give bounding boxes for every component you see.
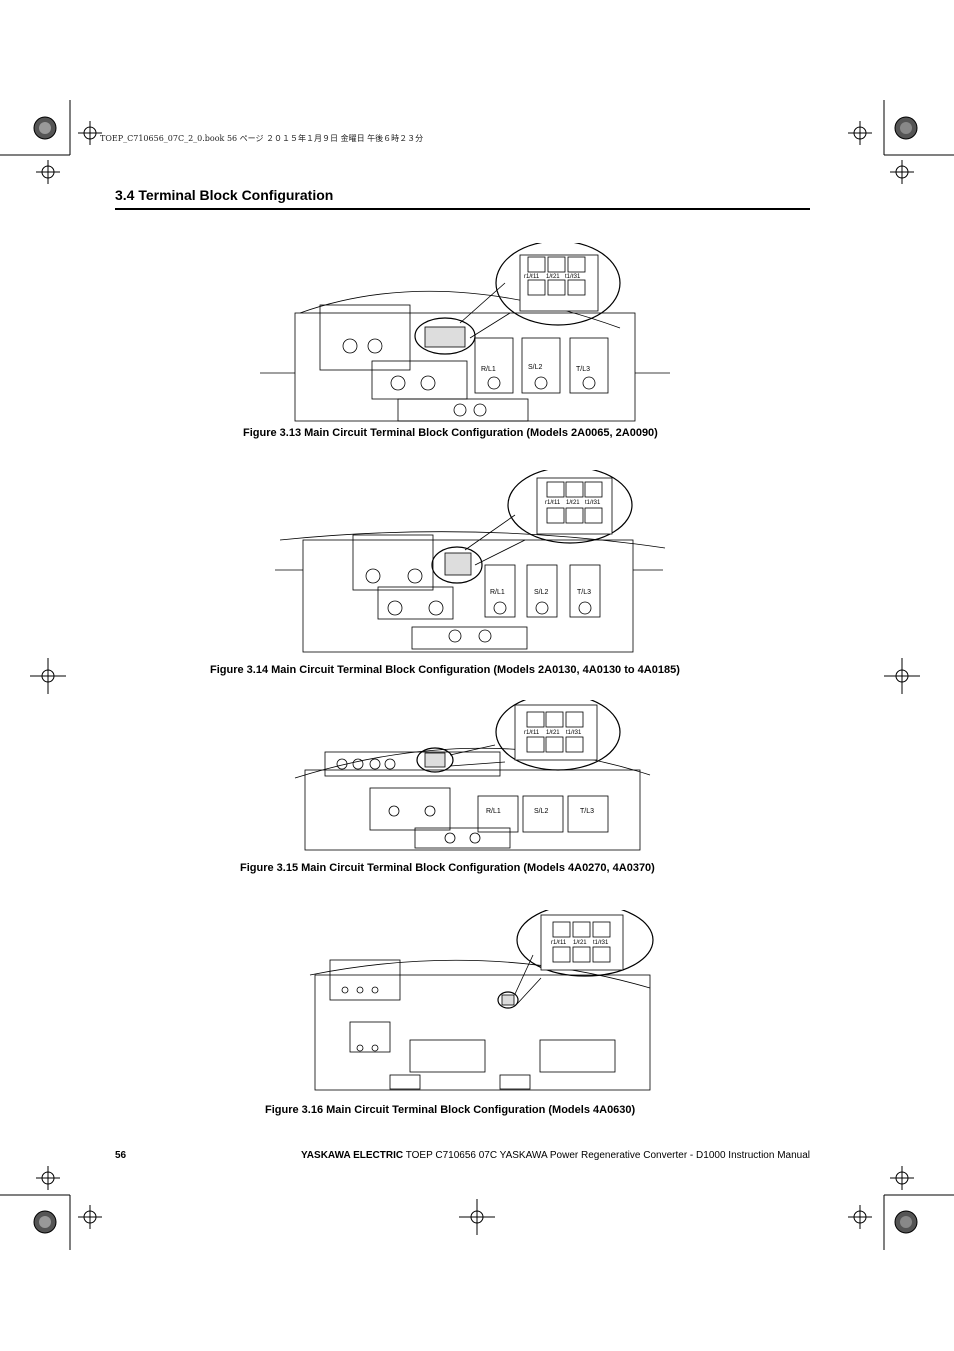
tb-label-3-fig14: t1/ℓ31 <box>585 499 601 506</box>
crop-mark-bottom-right <box>848 1166 954 1250</box>
footer-manual-title: YASKAWA ELECTRIC TOEP C710656 07C YASKAW… <box>301 1150 810 1161</box>
figure-3-16-caption: Figure 3.16 Main Circuit Terminal Block … <box>265 1104 636 1116</box>
terminal-s-label-fig13: S/L2 <box>528 364 543 371</box>
tb-label-1-fig14: r1/ℓ11 <box>545 499 561 506</box>
crop-mark-bottom-center <box>459 1199 495 1235</box>
figure-3-16-diagram: r1/ℓ11 1/ℓ21 t1/ℓ31 <box>309 910 654 1091</box>
tb-label-3-fig13: t1/ℓ31 <box>565 273 581 280</box>
print-header: TOEP_C710656_07C_2_0.book 56 ページ ２０１５年１月… <box>100 134 424 143</box>
terminal-t-label-fig13: T/L3 <box>576 366 590 373</box>
footer-manual: TOEP C710656 07C YASKAWA Power Regenerat… <box>403 1150 810 1161</box>
tb-label-2-fig14: 1/ℓ21 <box>566 499 580 506</box>
figure-3-15-caption: Figure 3.15 Main Circuit Terminal Block … <box>240 862 655 874</box>
footer-brand: YASKAWA ELECTRIC <box>301 1150 404 1161</box>
crop-mark-mid-left <box>30 658 66 694</box>
terminal-t-label-fig14: T/L3 <box>577 589 591 596</box>
figure-3-14-diagram: R/L1 S/L2 T/L3 r1/ℓ11 1/ℓ21 t1/ℓ31 <box>275 470 666 653</box>
page-number: 56 <box>115 1150 127 1161</box>
tb-label-3-fig16: t1/ℓ31 <box>593 939 609 946</box>
tb-label-1-fig16: r1/ℓ11 <box>551 939 567 946</box>
figure-3-13-diagram: R/L1 S/L2 T/L3 r1/ℓ11 1/ℓ21 t1/ℓ31 <box>260 243 670 422</box>
tb-label-2-fig15: 1/ℓ21 <box>546 729 560 736</box>
figure-3-14-caption: Figure 3.14 Main Circuit Terminal Block … <box>210 664 680 676</box>
tb-label-1-fig13: r1/ℓ11 <box>524 273 540 280</box>
figure-3-13-caption: Figure 3.13 Main Circuit Terminal Block … <box>243 427 658 439</box>
crop-mark-bottom-left <box>0 1166 102 1250</box>
terminal-t-label-fig15: T/L3 <box>580 808 594 815</box>
tb-label-1-fig15: r1/ℓ11 <box>524 729 540 736</box>
section-rule <box>115 208 810 210</box>
crop-mark-top-left <box>0 100 102 184</box>
crop-mark-mid-right <box>884 658 920 694</box>
terminal-s-label-fig14: S/L2 <box>534 589 549 596</box>
figure-3-15-diagram: R/L1 S/L2 T/L3 r1/ℓ11 1/ℓ21 t1/ℓ31 <box>294 700 651 851</box>
tb-label-2-fig16: 1/ℓ21 <box>573 939 587 946</box>
section-title: 3.4 Terminal Block Configuration <box>115 187 334 203</box>
crop-mark-top-right <box>848 100 954 184</box>
terminal-r-label-fig15: R/L1 <box>486 808 501 815</box>
terminal-s-label-fig15: S/L2 <box>534 808 549 815</box>
terminal-r-label-fig13: R/L1 <box>481 366 496 373</box>
terminal-r-label-fig14: R/L1 <box>490 589 505 596</box>
tb-label-2-fig13: 1/ℓ21 <box>546 273 560 280</box>
tb-label-3-fig15: t1/ℓ31 <box>566 729 582 736</box>
